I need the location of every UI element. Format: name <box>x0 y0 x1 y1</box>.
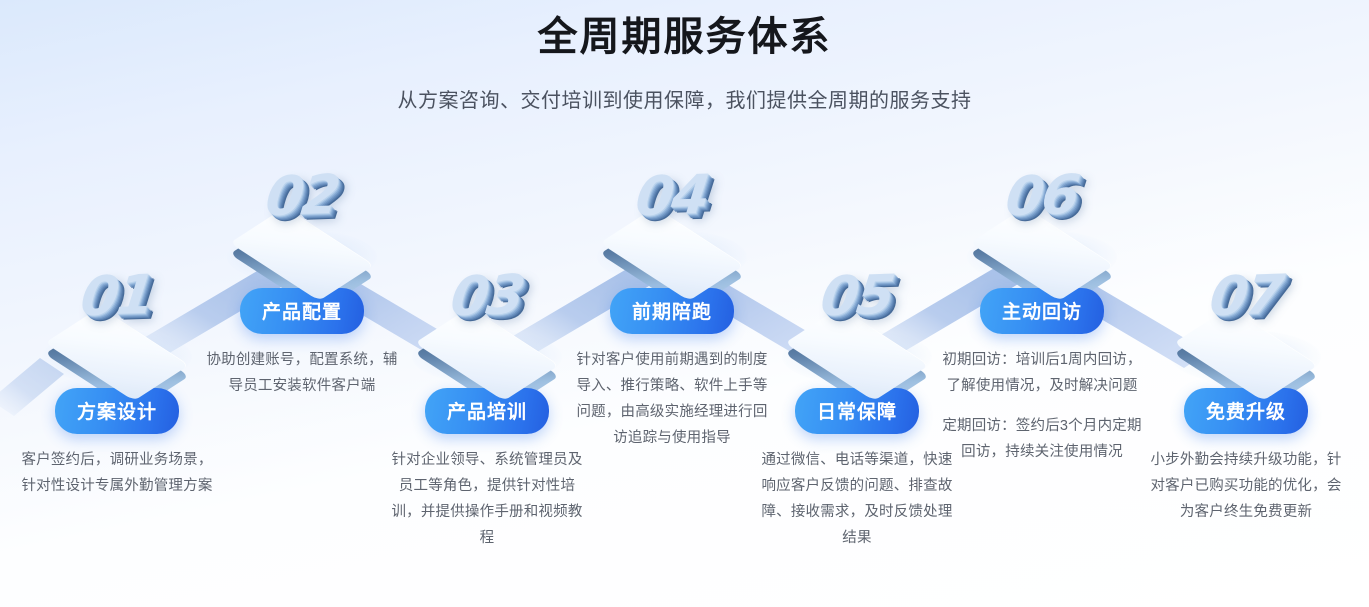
page-subtitle: 从方案咨询、交付培训到使用保障，我们提供全周期的服务支持 <box>397 90 972 112</box>
step-number: 03 <box>447 262 527 329</box>
step-description: 初期回访：培训后1周内回访，了解使用情况，及时解决问题 <box>942 352 1142 395</box>
step-description: 定期回访：签约后3个月内定期回访，持续关注使用情况 <box>942 418 1142 461</box>
step-label-wrapper: 产品培训 <box>372 388 602 434</box>
step-number: 01 <box>77 262 157 329</box>
step-label-badge[interactable]: 日常保障 <box>794 388 919 434</box>
step-platform-07: 07 <box>1171 263 1321 412</box>
step-number: 05 <box>817 262 897 329</box>
step-platform-02: 02 <box>227 163 377 312</box>
step-description: 客户签约后，调研业务场景，针对性设计专属外勤管理方案 <box>21 452 213 495</box>
step-description: 通过微信、电话等渠道，快速响应客户反馈的问题、排查故障、接收需求，及时反馈处理结… <box>761 452 953 547</box>
step-label-wrapper: 方案设计 <box>2 388 232 434</box>
flow-step-07: 07 免费升级小步外勤会持续升级功能，针对客户已购买功能的优化，会为客户终生免费更… <box>1131 263 1361 525</box>
step-platform-06: 06 <box>967 163 1117 312</box>
step-platform-01: 01 <box>42 263 192 412</box>
step-label-badge[interactable]: 产品配置 <box>239 288 364 334</box>
step-label-badge[interactable]: 产品培训 <box>424 388 549 434</box>
step-description: 小步外勤会持续升级功能，针对客户已购买功能的优化，会为客户终生免费更新 <box>1150 452 1342 521</box>
step-number: 06 <box>1002 162 1082 229</box>
step-label-badge[interactable]: 免费升级 <box>1183 388 1308 434</box>
step-label-wrapper: 日常保障 <box>742 388 972 434</box>
page-header: 全周期服务体系 从方案咨询、交付培训到使用保障，我们提供全周期的服务支持 <box>0 0 1369 113</box>
step-label-badge[interactable]: 前期陪跑 <box>609 288 734 334</box>
page-title: 全周期服务体系 <box>537 15 832 59</box>
step-label-wrapper: 免费升级 <box>1131 388 1361 434</box>
step-label-badge[interactable]: 主动回访 <box>979 288 1104 334</box>
step-description: 针对企业领导、系统管理员及员工等角色，提供针对性培训，并提供操作手册和视频教程 <box>391 452 583 547</box>
step-label-badge[interactable]: 方案设计 <box>54 388 179 434</box>
step-number: 04 <box>632 162 712 229</box>
step-platform-05: 05 <box>782 263 932 412</box>
step-number: 07 <box>1206 262 1286 329</box>
step-platform-03: 03 <box>412 263 562 412</box>
flow-step-06: 06 主动回访初期回访：培训后1周内回访，了解使用情况，及时解决问题定期回访：签约… <box>927 163 1157 465</box>
step-label-wrapper: 主动回访 <box>927 288 1157 334</box>
step-number: 02 <box>262 162 342 229</box>
flow-step-01: 01 方案设计客户签约后，调研业务场景，针对性设计专属外勤管理方案 <box>2 263 232 499</box>
step-platform-04: 04 <box>597 163 747 312</box>
